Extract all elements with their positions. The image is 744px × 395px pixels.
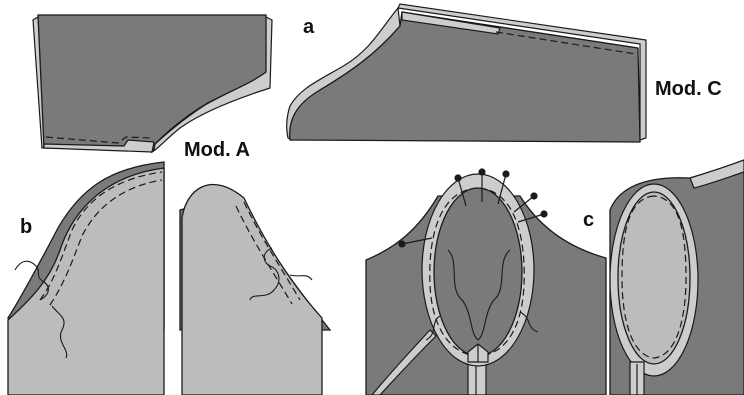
step-label-b: b [20, 216, 32, 238]
step-label-a: a [303, 16, 315, 38]
mod-c-pattern-piece [287, 4, 646, 142]
bodice-pinned [366, 168, 606, 395]
model-label-a: Mod. A [184, 139, 250, 161]
sleeve-right [180, 185, 330, 395]
step-label-c: c [583, 209, 594, 231]
mod-a-pattern-piece [33, 15, 272, 152]
sleeve-left [8, 162, 164, 395]
bodice-finished-armhole [610, 160, 744, 395]
model-label-c: Mod. C [655, 78, 722, 100]
